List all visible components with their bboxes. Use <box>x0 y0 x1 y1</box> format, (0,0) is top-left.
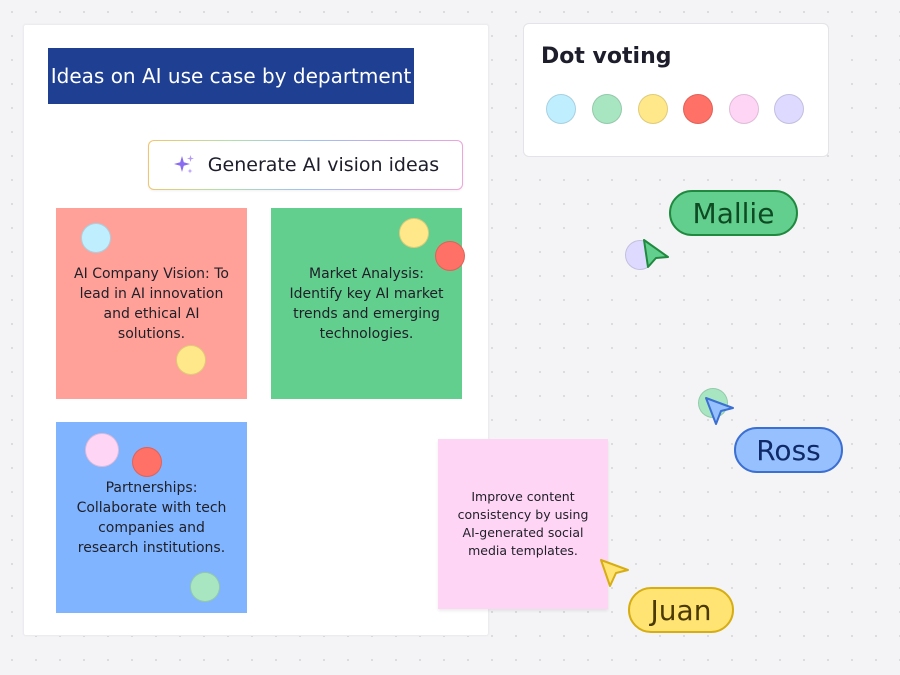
sticky-note-content[interactable]: Improve content consistency by using AI-… <box>438 439 608 609</box>
vote-dot-lavender[interactable] <box>774 94 804 124</box>
vote-dot-blue[interactable] <box>546 94 576 124</box>
vote-dot-pink[interactable] <box>729 94 759 124</box>
collaborator-name: Mallie <box>692 197 775 230</box>
vote-dot-blue[interactable] <box>81 223 111 253</box>
sparkle-icon <box>173 155 194 174</box>
sticky-note-market[interactable]: Market Analysis: Identify key AI market … <box>271 208 462 399</box>
generate-ai-ideas-button[interactable]: Generate AI vision ideas <box>148 140 463 190</box>
collaborator-tag-mallie: Mallie <box>669 190 798 236</box>
collaborator-tag-ross: Ross <box>734 427 843 473</box>
sticky-note-text: Partnerships: Collaborate with tech comp… <box>76 479 227 556</box>
vote-dot-green[interactable] <box>592 94 622 124</box>
vote-dot-yellow[interactable] <box>638 94 668 124</box>
collaborator-tag-juan: Juan <box>628 587 734 633</box>
vote-dot-red[interactable] <box>683 94 713 124</box>
vote-dot-red[interactable] <box>435 241 465 271</box>
vote-dot-yellow[interactable] <box>399 218 429 248</box>
sticky-note-text: AI Company Vision: To lead in AI innovat… <box>74 265 229 342</box>
frame-title: Ideas on AI use case by department <box>48 48 414 104</box>
sticky-note-text: Market Analysis: Identify key AI market … <box>289 265 444 342</box>
cursor-arrow-icon <box>600 559 629 587</box>
generate-button-label: Generate AI vision ideas <box>207 154 440 176</box>
collaborator-name: Juan <box>650 594 712 627</box>
dot-voting-panel: Dot voting <box>523 23 829 157</box>
collaborator-name: Ross <box>756 434 821 467</box>
vote-dot-red[interactable] <box>132 447 162 477</box>
vote-dot-yellow[interactable] <box>176 345 206 375</box>
cursor-arrow-icon <box>705 397 734 425</box>
cursor-arrow-icon <box>643 239 669 268</box>
vote-dot-pink[interactable] <box>85 433 119 467</box>
sticky-note-text: Improve content consistency by using AI-… <box>457 489 589 558</box>
dot-voting-title: Dot voting <box>541 44 672 69</box>
vote-dot-green[interactable] <box>190 572 220 602</box>
